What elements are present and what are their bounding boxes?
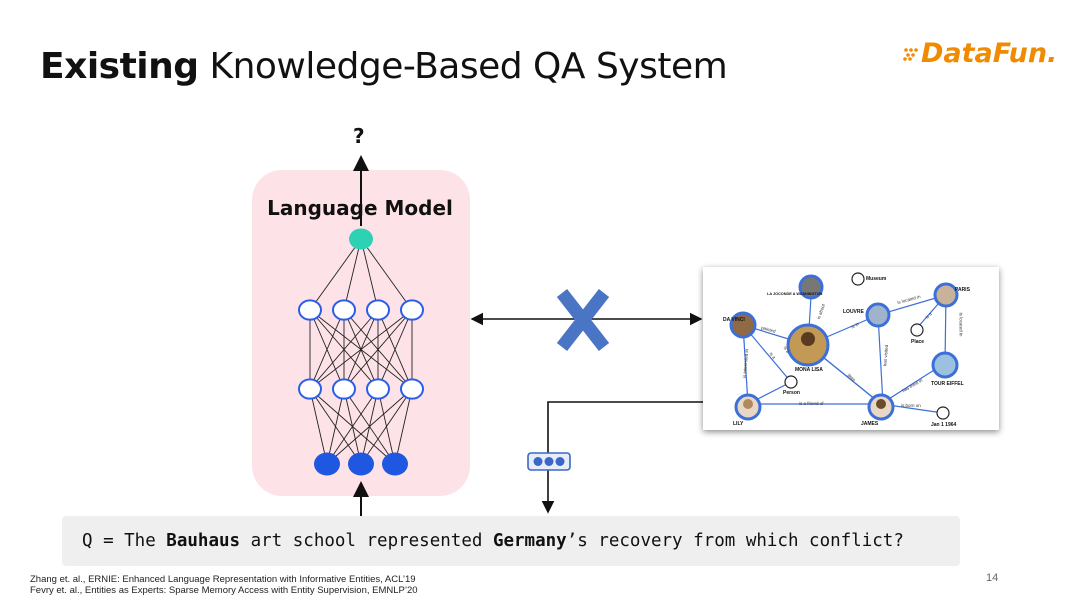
cross-icon [556,289,610,351]
kg-label-monalisa: MONA LISA [795,367,823,373]
hidden-node [332,378,356,400]
kg-label-lily: LILY [733,421,744,427]
hidden-node [400,378,424,400]
kg-edge-is-located-in-2: is located in [958,312,964,337]
hidden-node [332,299,356,321]
kg-node-museum [851,272,865,286]
question-prefix: Q = The [82,531,167,551]
kg-node-paris [933,282,959,308]
kg-label-person: Person [783,390,800,396]
knowledge-graph-image: LA JOCONDE A WASHINGTON Museum PARIS DA … [703,267,999,430]
question-entity-bauhaus: Bauhaus [166,531,241,551]
language-model-label: Language Model [267,196,453,220]
slide-title: Existing Knowledge-Based QA System [40,46,728,87]
question-box: Q = The Bauhaus art school represented G… [62,516,960,566]
input-node [382,452,408,476]
title-bold: Existing [40,46,199,87]
kg-label-louvre: LOUVRE [843,309,864,315]
nn-edges [309,238,413,465]
page-number: 14 [986,572,999,584]
kg-node-gioconda [798,274,824,300]
kg-label-davinci: DA VINCI [723,317,745,323]
kg-edge-is-born-on: is born on [901,403,921,408]
kg-node-person [784,375,798,389]
references: Zhang et. al., ERNIE: Enhanced Language … [30,574,418,596]
question-entity-germany: Germany [492,531,567,551]
kg-label-place: Place [911,339,925,345]
kg-node-jan [936,406,950,420]
reference-eae: Fevry et. al., Entities as Experts: Spar… [30,585,418,596]
kg-label-museum: Museum [866,276,887,282]
entity-embedding-icon [527,452,571,471]
kg-node-davinci [729,311,757,339]
hidden-node [366,378,390,400]
output-node [349,228,373,250]
logo-dots-icon [903,48,918,61]
reference-ernie: Zhang et. al., ERNIE: Enhanced Language … [30,574,416,585]
kg-label-gioconda: LA JOCONDE A WASHINGTON [767,292,823,296]
question-suffix: ’s recovery from which conflict? [566,531,904,551]
datafun-logo: DataFun. [903,38,1058,69]
kg-to-question-connector [541,401,703,514]
input-node [314,452,340,476]
kg-label-jan: Jan 1 1964 [931,422,957,428]
hidden-node [298,378,322,400]
question-text: Q = The Bauhaus art school represented G… [82,531,904,551]
kg-label-eiffel: TOUR EIFFEL [931,381,964,387]
hidden-node [298,299,322,321]
kg-node-place [910,323,924,337]
kg-node-eiffel [931,351,959,379]
hidden-node [366,299,390,321]
kg-label-paris: PARIS [955,287,970,293]
question-middle: art school represented [240,531,493,551]
language-model-box [252,170,470,496]
hidden-node [400,299,424,321]
kg-graph-edges [729,272,959,421]
kg-label-james: JAMES [861,421,879,427]
kg-node-louvre [865,302,891,328]
title-rest: Knowledge-Based QA System [198,46,728,87]
kg-edge-is-a-friend-of: is a friend of [799,401,824,406]
nn-nodes [298,228,424,476]
input-node [348,452,374,476]
output-question-mark: ? [353,124,365,148]
logo-text: DataFun. [921,38,1058,69]
